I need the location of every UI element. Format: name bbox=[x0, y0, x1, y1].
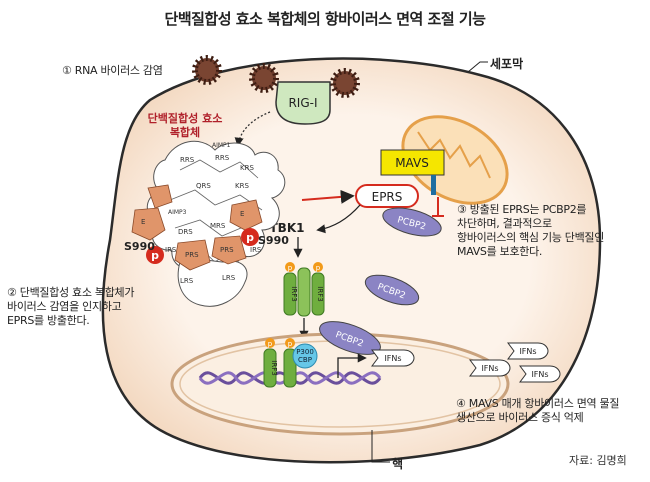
ifns-icon: IFNs bbox=[507, 342, 549, 360]
step-1: ① RNA 바이러스 감염 bbox=[62, 64, 163, 77]
eprs-release-arrow bbox=[301, 189, 355, 204]
s990-right-label: S990 bbox=[258, 234, 289, 247]
svg-text:DRS: DRS bbox=[178, 228, 193, 236]
virus-icon bbox=[192, 55, 222, 85]
source-credit: 자료: 김명희 bbox=[569, 454, 627, 467]
svg-text:E: E bbox=[141, 218, 145, 226]
complex-label-line: 복합체 bbox=[169, 126, 201, 139]
mitochondrion-icon bbox=[401, 115, 509, 205]
svg-text:IFNs: IFNs bbox=[481, 364, 498, 373]
diagram-title: 단백질합성 효소 복합체의 항바이러스 면역 조절 기능 bbox=[164, 10, 486, 28]
mavs-anchor bbox=[431, 175, 436, 195]
dotted-arrow bbox=[234, 111, 271, 147]
membrane-label: 세포막 bbox=[490, 57, 524, 71]
mavs-label: MAVS bbox=[395, 156, 429, 170]
ifns-icon: IFNs bbox=[371, 349, 415, 367]
rigi-shape bbox=[275, 81, 331, 125]
irf3-dimer-nucleus: p p IRF3 bbox=[263, 338, 297, 388]
complex-label: 단백질합성 효소 복합체 bbox=[130, 112, 240, 140]
virus-icon bbox=[249, 63, 279, 93]
rigi-label: RIG-I bbox=[288, 96, 317, 110]
svg-text:LRS: LRS bbox=[222, 274, 236, 282]
svg-text:PRS: PRS bbox=[185, 251, 199, 259]
svg-text:AIMP1: AIMP1 bbox=[212, 142, 231, 149]
ifns-icon: IFNs bbox=[469, 359, 511, 377]
p300-cbp bbox=[292, 343, 318, 369]
svg-text:LRS: LRS bbox=[180, 277, 194, 285]
svg-text:RRS: RRS bbox=[215, 154, 230, 162]
svg-text:p: p bbox=[151, 249, 159, 262]
svg-text:p: p bbox=[246, 231, 254, 244]
svg-text:p: p bbox=[268, 340, 273, 348]
irf3-dimer-top: p p IRF3 IRF3 bbox=[283, 262, 325, 317]
step-2: ② 단백질합성 효소 복합체가 바이러스 감염을 인지하고 EPRS를 방출한다… bbox=[7, 286, 135, 327]
svg-text:QRS: QRS bbox=[196, 182, 211, 190]
svg-text:IRS: IRS bbox=[165, 246, 177, 254]
pcbp2-mid bbox=[364, 274, 420, 306]
ifns-icon: IFNs bbox=[519, 365, 561, 383]
svg-text:E: E bbox=[240, 210, 244, 218]
phospho-marker-left: p bbox=[146, 246, 164, 264]
svg-text:p: p bbox=[288, 264, 293, 272]
svg-text:KRS: KRS bbox=[240, 164, 254, 172]
mavs-box bbox=[380, 149, 445, 176]
svg-text:IRS: IRS bbox=[250, 246, 262, 254]
svg-text:IFNs: IFNs bbox=[519, 347, 536, 356]
svg-text:MRS: MRS bbox=[210, 222, 226, 230]
svg-text:IRF3: IRF3 bbox=[316, 286, 324, 301]
svg-text:IRF3: IRF3 bbox=[270, 360, 278, 375]
complex-label-line: 단백질합성 효소 bbox=[147, 112, 223, 125]
p300-label: P300 bbox=[296, 348, 314, 356]
step-3: ③ 방출된 EPRS는 PCBP2를 차단하며, 결과적으로 항바이러스의 핵심… bbox=[457, 203, 605, 258]
eprs-label: EPRS bbox=[372, 190, 403, 204]
svg-text:IFNs: IFNs bbox=[384, 354, 401, 363]
svg-text:RRS: RRS bbox=[180, 156, 195, 164]
svg-text:p: p bbox=[288, 340, 293, 348]
eprs-box bbox=[355, 184, 419, 208]
svg-text:IRF3: IRF3 bbox=[290, 286, 298, 301]
pcbp2-bottom bbox=[319, 321, 381, 355]
membrane-leader bbox=[467, 61, 488, 73]
svg-text:p: p bbox=[316, 264, 321, 272]
transcription-arrow bbox=[337, 353, 367, 378]
step-4: ④ MAVS 매개 항바이러스 면역 물질 생산으로 바이러스 증식 억제 bbox=[456, 397, 620, 424]
phospho-marker-right: p bbox=[241, 228, 259, 246]
virus-icon bbox=[330, 68, 360, 98]
svg-text:KRS: KRS bbox=[235, 182, 249, 190]
eprs-tbk1-arrow bbox=[316, 204, 361, 234]
svg-text:AIMP3: AIMP3 bbox=[168, 209, 187, 216]
pcbp2-top bbox=[382, 207, 442, 237]
nucleus-label: 핵 bbox=[392, 457, 404, 471]
cbp-label: CBP bbox=[298, 356, 312, 364]
tbk1-label: TBK1 bbox=[270, 221, 305, 235]
nucleus-leader bbox=[371, 430, 390, 463]
s990-left-label: S990 bbox=[124, 240, 155, 253]
svg-text:PRS: PRS bbox=[220, 246, 234, 254]
svg-text:IFNs: IFNs bbox=[531, 370, 548, 379]
